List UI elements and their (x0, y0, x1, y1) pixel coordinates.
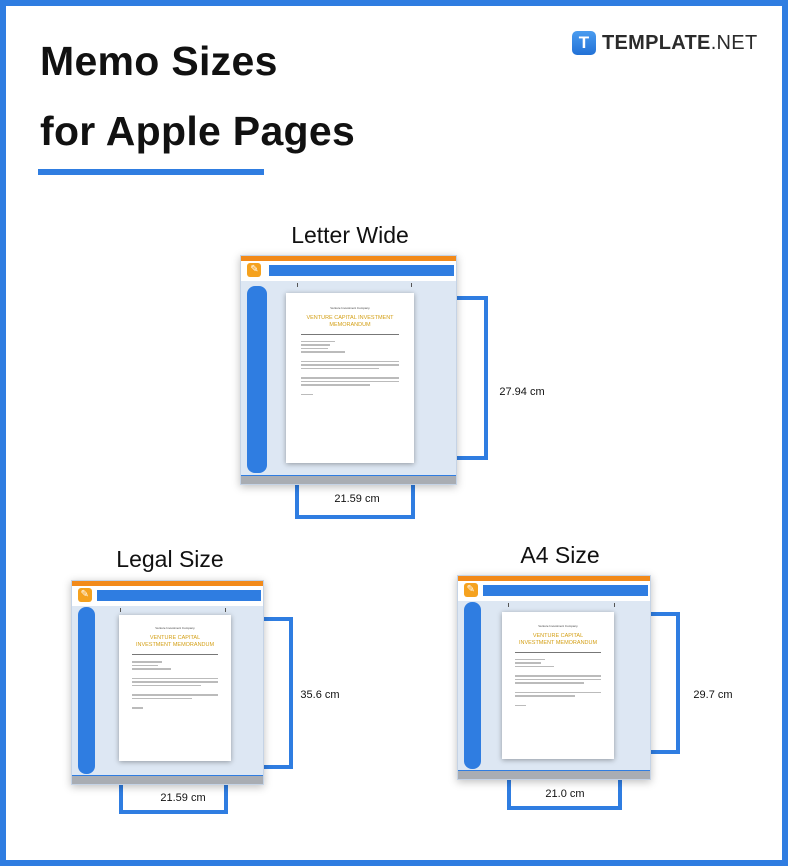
letter-width-label: 21.59 cm (334, 493, 380, 505)
toolbar (482, 585, 649, 596)
memo-page: Venture Investment Company VENTURE CAPIT… (286, 293, 414, 463)
memo-page: Venture Investment Company VENTURE CAPIT… (502, 612, 614, 759)
letter-width-bracket (295, 470, 415, 519)
pages-window-letter: ✎ Venture Investment Company VENTURE CAP… (240, 255, 457, 485)
legal-height-label: 35.6 cm (300, 689, 340, 701)
toolbar (268, 265, 454, 276)
legal-width-label: 21.59 cm (160, 792, 206, 804)
pages-app-icon: ✎ (463, 583, 478, 597)
sidebar (247, 285, 267, 473)
brand-suffix: .NET (710, 31, 758, 54)
brand-logo: T TEMPLATE.NET (572, 31, 757, 55)
status-bar (72, 775, 263, 784)
a4-width-bracket (507, 767, 622, 810)
brand-name: TEMPLATE (602, 31, 711, 54)
sidebar (463, 602, 482, 769)
size-label-letter: Letter Wide (291, 222, 409, 248)
pages-app-icon: ✎ (247, 263, 262, 277)
toolbar (96, 590, 262, 601)
page-title-line1: Memo Sizes (40, 38, 278, 84)
template-logo-icon: T (572, 31, 596, 55)
a4-height-label: 29.7 cm (693, 689, 733, 701)
title-underline (38, 169, 264, 175)
legal-width-bracket (119, 771, 228, 814)
pages-app-icon: ✎ (77, 588, 92, 602)
legal-height-bracket (238, 617, 293, 769)
status-bar (241, 475, 456, 484)
letter-height-bracket (428, 296, 488, 460)
status-bar (458, 770, 650, 779)
a4-width-label: 21.0 cm (545, 788, 585, 800)
letter-height-label: 27.94 cm (499, 386, 545, 398)
size-label-a4: A4 Size (520, 542, 600, 568)
sidebar (77, 607, 95, 774)
size-label-legal: Legal Size (116, 546, 224, 572)
pages-window-a4: ✎ Venture Investment Company VENTURE CAP… (457, 575, 651, 780)
memo-page: Venture Investment Company VENTURE CAPIT… (119, 615, 231, 761)
pages-window-legal: ✎ Venture Investment Company VENTURE CAP… (71, 580, 264, 785)
page-title-line2: for Apple Pages (40, 108, 356, 154)
